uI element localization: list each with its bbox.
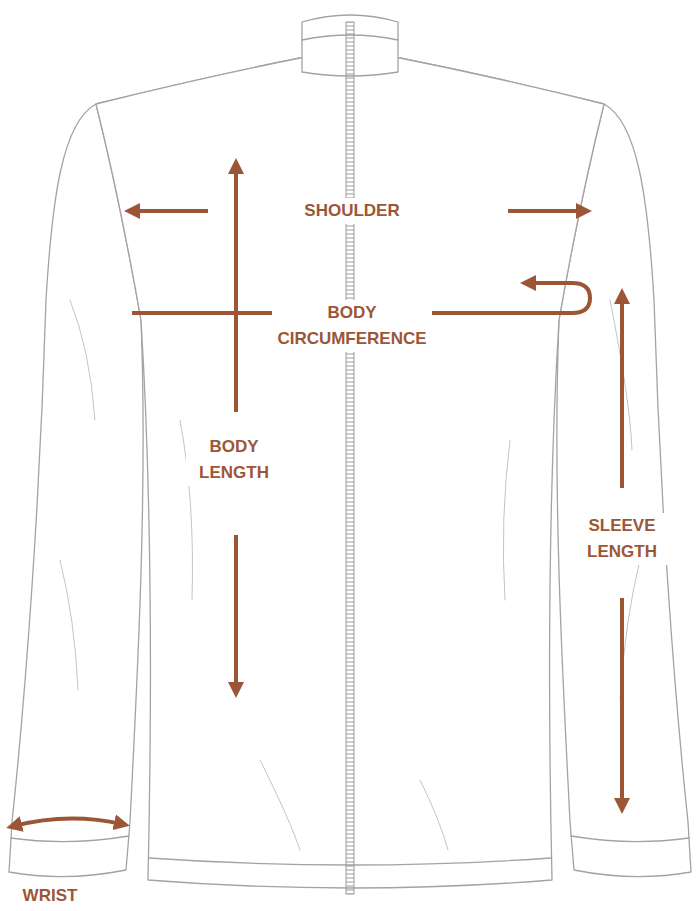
wrist-label: WRIST bbox=[10, 883, 90, 909]
shoulder-label: SHOULDER bbox=[277, 198, 427, 224]
shoulder-arrow-right bbox=[508, 209, 584, 213]
wrist-arrow bbox=[14, 818, 122, 826]
body-length-arrow-up bbox=[234, 166, 238, 412]
zipper bbox=[346, 22, 354, 894]
right-cuff-seam bbox=[571, 836, 689, 842]
sleeve-length-label: SLEEVE LENGTH bbox=[572, 513, 672, 565]
sleeve-arrow-down bbox=[620, 598, 624, 806]
circumference-arrow-right bbox=[410, 283, 590, 313]
body-length-arrow-down bbox=[234, 535, 238, 690]
measure-arrows bbox=[14, 166, 622, 826]
sleeve-arrow-up bbox=[620, 296, 624, 488]
circumference-label: BODY CIRCUMFERENCE bbox=[272, 300, 432, 352]
body-length-label: BODY LENGTH bbox=[186, 434, 282, 486]
left-cuff-seam bbox=[11, 836, 129, 842]
shoulder-arrow-left bbox=[132, 209, 208, 213]
